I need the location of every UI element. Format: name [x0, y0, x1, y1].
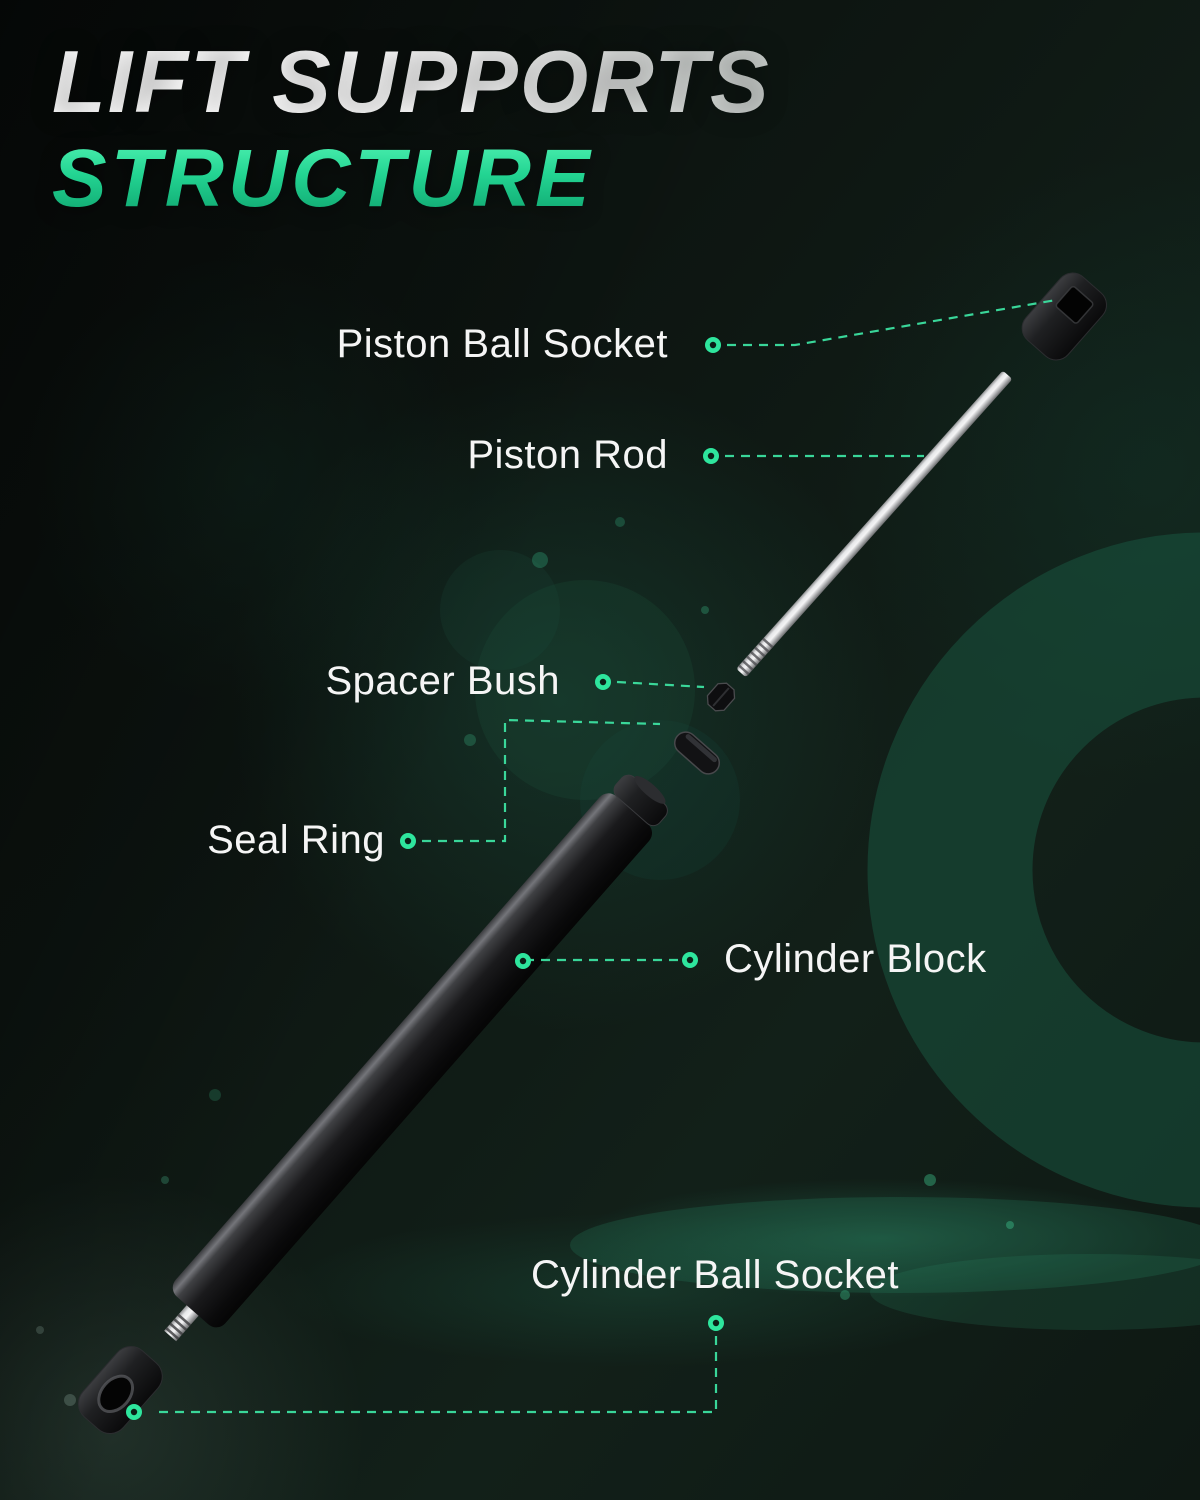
cylinder-stud	[164, 1302, 202, 1342]
part-label-cylinder-ball-socket: Cylinder Ball Socket	[531, 1253, 899, 1297]
callout-dot	[515, 953, 531, 969]
leader-spacer-bush	[616, 680, 705, 689]
background-ring	[867, 532, 1200, 1208]
callout-dots	[126, 337, 724, 1420]
leader-piston-ball-socket	[727, 298, 1057, 347]
callout-dot	[595, 674, 611, 690]
callout-dot	[400, 833, 416, 849]
piston-rod-part	[737, 371, 1012, 677]
seal-ring-part	[673, 731, 721, 775]
cylinder-ball-socket-part	[77, 1346, 163, 1434]
leader-cylinder-ball-socket	[152, 1336, 718, 1414]
spacer-bush-part	[706, 682, 736, 712]
page-title-line2: STRUCTURE	[52, 133, 771, 224]
cylinder-block-part	[164, 774, 668, 1342]
page-title-line1: LIFT SUPPORTS	[52, 30, 771, 134]
piston-ball-socket-part	[1021, 272, 1107, 361]
callout-dot	[126, 1404, 142, 1420]
callout-dot	[705, 337, 721, 353]
part-label-cylinder-block: Cylinder Block	[724, 937, 987, 981]
callout-dot	[682, 952, 698, 968]
cylinder-tube	[172, 793, 653, 1328]
part-label-seal-ring: Seal Ring	[207, 818, 385, 862]
callout-dot	[708, 1315, 724, 1331]
part-label-piston-ball-socket: Piston Ball Socket	[336, 322, 668, 366]
callout-dot	[703, 448, 719, 464]
callout-leader-lines	[152, 298, 1057, 1414]
part-label-spacer-bush: Spacer Bush	[325, 659, 560, 703]
page-title: LIFT SUPPORTS STRUCTURE	[52, 30, 771, 224]
part-label-piston-rod: Piston Rod	[467, 433, 668, 477]
